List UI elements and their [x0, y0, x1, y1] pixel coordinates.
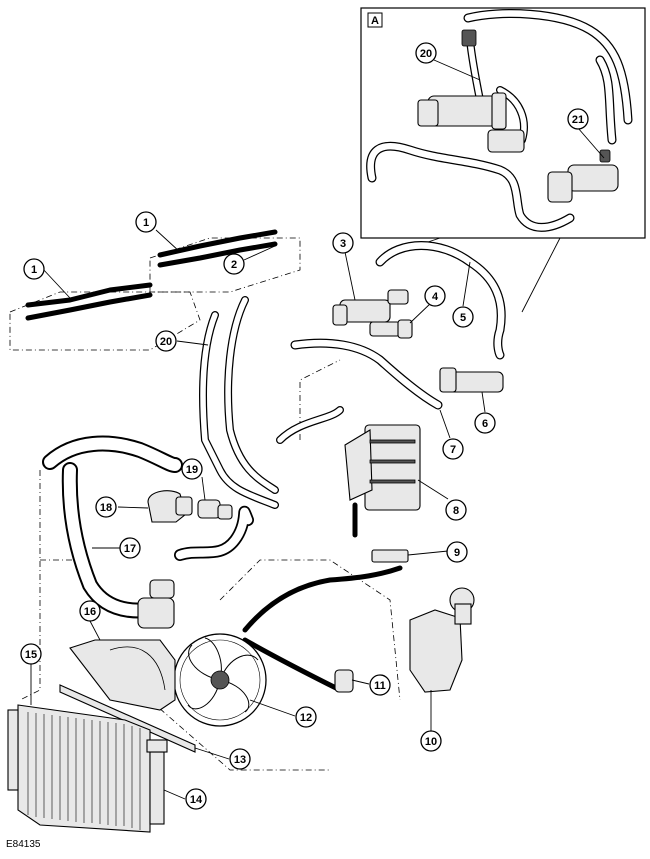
radiator-15: [7, 704, 151, 833]
callout-8: 8: [445, 499, 467, 521]
callout-2: 2: [223, 253, 245, 275]
egr-cooler-3: [332, 289, 409, 326]
svg-text:9: 9: [454, 547, 460, 559]
svg-text:3: 3: [340, 238, 346, 250]
callout-15: 15: [20, 643, 42, 665]
svg-text:1: 1: [143, 217, 149, 229]
svg-text:13: 13: [234, 754, 246, 766]
callout-4: 4: [424, 285, 446, 307]
svg-text:20: 20: [420, 48, 432, 60]
callout-21-lower: 21: [567, 108, 589, 130]
svg-text:11: 11: [374, 680, 386, 692]
main-hoses: [25, 229, 506, 693]
inset-egr-cooler-lower: [547, 149, 619, 203]
svg-text:14: 14: [190, 794, 203, 806]
callout-12: 12: [295, 706, 317, 728]
callout-19: 19: [181, 458, 203, 480]
expansion-tank-10: [409, 587, 475, 693]
svg-text:21: 21: [572, 114, 584, 126]
svg-text:12: 12: [300, 712, 312, 724]
svg-text:1: 1: [31, 264, 37, 276]
callout-1-upper: 1: [135, 211, 157, 233]
cooling-fan-12: [173, 633, 267, 727]
callout-11: 11: [369, 674, 391, 696]
svg-text:6: 6: [482, 418, 488, 430]
egr-cooler-6: [439, 367, 504, 393]
heater-core-8: [344, 424, 421, 511]
callout-13: 13: [229, 748, 251, 770]
callout-7: 7: [442, 438, 464, 460]
hose-assembly-11: [334, 669, 354, 693]
inset-label-tag: A: [367, 12, 383, 28]
svg-text:4: 4: [432, 291, 439, 303]
callout-1-left: 1: [23, 258, 45, 280]
thermostat-housing-lower: [137, 579, 175, 629]
valve-4: [369, 319, 413, 339]
figure-id: E84135: [6, 839, 41, 850]
inset-detail-a: A: [360, 7, 646, 239]
svg-text:8: 8: [453, 505, 459, 517]
callout-17: 17: [119, 537, 141, 559]
assembly-outlines: [9, 237, 401, 771]
svg-text:15: 15: [25, 649, 37, 661]
svg-text:16: 16: [84, 606, 96, 618]
water-pump-18: [147, 490, 193, 523]
svg-text:19: 19: [186, 464, 198, 476]
callout-10: 10: [420, 730, 442, 752]
callout-20: 20: [155, 330, 177, 352]
callout-14: 14: [185, 788, 207, 810]
fan-shroud-16: [69, 639, 176, 711]
callout-5: 5: [452, 306, 474, 328]
thermostat-19: [197, 499, 233, 520]
inset-egr-cooler-upper: [417, 29, 525, 153]
svg-text:7: 7: [450, 444, 456, 456]
svg-text:10: 10: [425, 736, 437, 748]
callout-leaders: [30, 229, 486, 800]
bracket-13: [59, 684, 196, 753]
svg-text:20: 20: [160, 336, 172, 348]
callout-16: 16: [79, 600, 101, 622]
callout-6: 6: [474, 412, 496, 434]
callout-18: 18: [95, 496, 117, 518]
callout-9: 9: [446, 541, 468, 563]
callout-21-upper: 20: [415, 42, 437, 64]
transmission-cooler-14: [146, 739, 168, 825]
inset-label-text: A: [371, 15, 379, 27]
callout-3: 3: [332, 232, 354, 254]
svg-text:2: 2: [231, 259, 237, 271]
svg-text:5: 5: [460, 312, 466, 324]
svg-text:18: 18: [100, 502, 112, 514]
svg-text:17: 17: [124, 543, 136, 555]
connector-9: [371, 549, 409, 563]
